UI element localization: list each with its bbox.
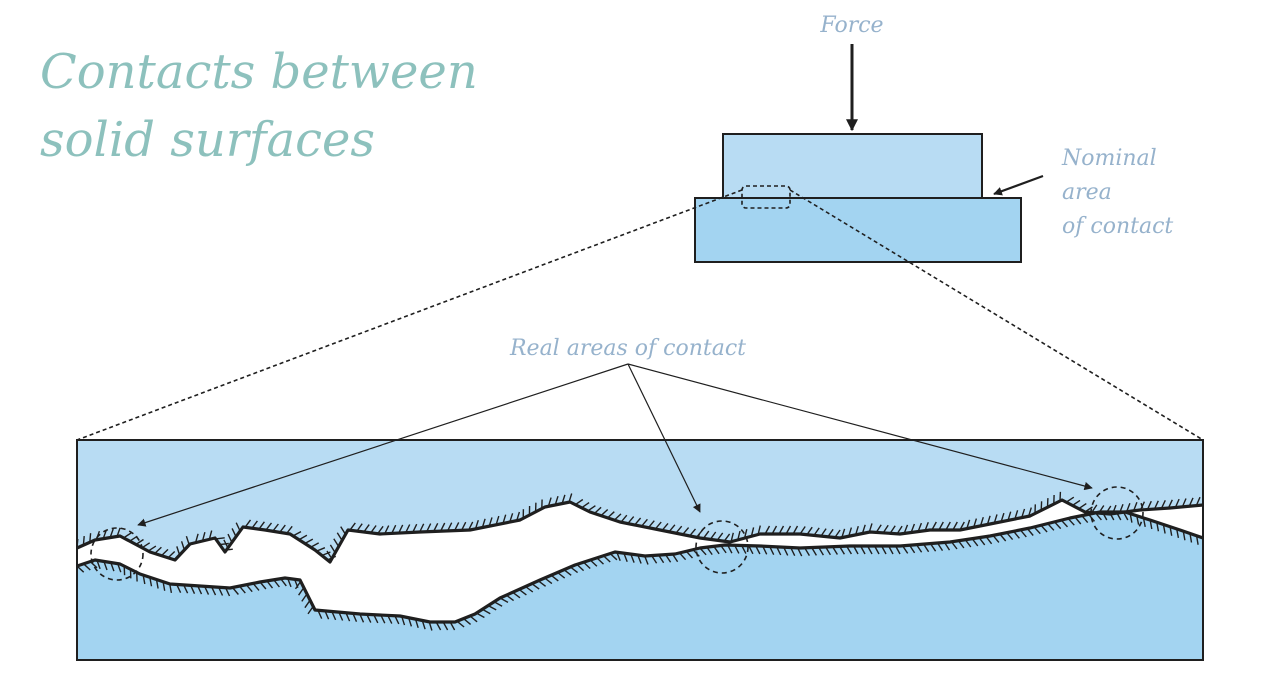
force-label: Force — [819, 13, 883, 38]
nominal-area-label-line1: Nominal — [1061, 146, 1157, 171]
contact-circle-right — [1090, 486, 1144, 540]
lower-surface-hatching — [77, 511, 1199, 631]
zoom-line-right — [789, 189, 1204, 441]
contact-circle-middle — [695, 520, 749, 574]
lower-block-small — [694, 197, 1022, 263]
magnified-view — [77, 440, 1203, 660]
real-area-arrow-right — [627, 363, 1093, 491]
lower-surface-profile — [77, 510, 1203, 624]
gap-region — [77, 500, 1203, 622]
real-area-arrow-left — [137, 363, 629, 527]
upper-block-small — [722, 133, 983, 199]
title-line-2: solid surfaces — [40, 112, 375, 168]
nominal-area-label-line2: area — [1062, 180, 1112, 205]
nominal-area-label-line3: of contact — [1062, 214, 1173, 239]
lower-surface-region — [77, 512, 1203, 660]
real-area-arrow-middle — [627, 363, 701, 513]
title-line-1: Contacts between — [40, 44, 478, 100]
nominal-area-arrow — [993, 174, 1044, 196]
real-areas-label: Real areas of contact — [509, 336, 746, 361]
contact-circle-left — [90, 527, 144, 581]
zoom-region-box — [741, 185, 791, 209]
magnified-view-frame — [76, 439, 1204, 661]
zoom-line-left — [76, 189, 743, 441]
